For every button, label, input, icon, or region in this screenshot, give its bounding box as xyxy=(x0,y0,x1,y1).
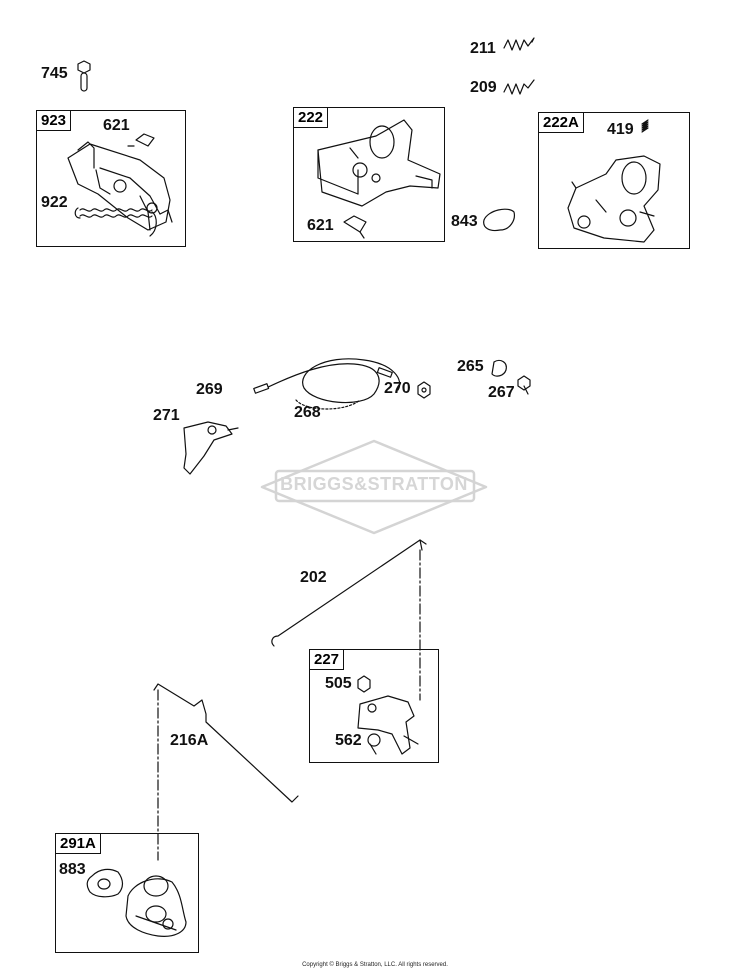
watermark-logo xyxy=(260,439,488,535)
link-216a-drawing xyxy=(153,683,299,861)
spring-419-drawing xyxy=(641,119,649,133)
gasket-883-drawing xyxy=(86,868,124,898)
part-label-505: 505 xyxy=(325,675,352,692)
part-label-883: 883 xyxy=(59,861,86,878)
watermark-text: BRIGGS&STRATTON xyxy=(280,474,468,494)
part-label-843: 843 xyxy=(451,213,478,230)
part-label-419: 419 xyxy=(607,121,634,138)
part-label-270: 270 xyxy=(384,380,411,397)
control-bracket-222a-drawing xyxy=(567,155,661,243)
bracket-271-drawing xyxy=(183,421,239,475)
part-label-745: 745 xyxy=(41,65,68,82)
link-202-drawing xyxy=(271,539,427,701)
spring-211-drawing xyxy=(503,37,535,51)
spring-922-drawing xyxy=(74,207,157,237)
governor-control-923-drawing xyxy=(67,133,173,231)
group-label-222a: 222A xyxy=(538,112,584,133)
part-label-267: 267 xyxy=(488,384,515,401)
part-label-269: 269 xyxy=(196,381,223,398)
group-label-222: 222 xyxy=(293,107,329,128)
nut-270-drawing xyxy=(417,381,431,399)
part-label-562: 562 xyxy=(335,732,362,749)
group-box-222: 222 xyxy=(293,107,445,242)
part-label-209: 209 xyxy=(470,79,497,96)
part-label-621b: 621 xyxy=(307,217,334,234)
part-label-621a: 621 xyxy=(103,117,130,134)
nut-505-drawing xyxy=(357,675,371,693)
pad-843-drawing xyxy=(483,208,515,232)
cable-268-drawing xyxy=(253,358,401,410)
group-label-291a: 291A xyxy=(55,833,101,854)
part-label-271: 271 xyxy=(153,407,180,424)
control-bracket-222-drawing xyxy=(317,119,441,239)
part-label-216a: 216A xyxy=(170,732,209,749)
screw-745-drawing xyxy=(77,60,91,92)
part-label-211: 211 xyxy=(470,40,496,57)
group-box-923: 923 xyxy=(36,110,186,247)
lever-227-drawing xyxy=(357,695,419,755)
group-box-291a: 291A xyxy=(55,833,199,953)
part-label-268: 268 xyxy=(294,404,321,421)
spring-209-drawing xyxy=(503,79,535,95)
group-box-222a: 222A xyxy=(538,112,690,249)
group-label-923: 923 xyxy=(36,110,72,131)
screw-267-drawing xyxy=(517,375,531,395)
group-label-227: 227 xyxy=(309,649,345,670)
clamp-265-drawing xyxy=(491,359,507,377)
group-box-227: 227 xyxy=(309,649,439,763)
screw-562-drawing xyxy=(367,733,381,755)
part-label-202: 202 xyxy=(300,569,327,586)
copyright-footer: Copyright © Briggs & Stratton, LLC. All … xyxy=(302,962,448,968)
governor-291a-drawing xyxy=(125,875,187,937)
part-label-265: 265 xyxy=(457,358,484,375)
part-label-922: 922 xyxy=(41,194,68,211)
